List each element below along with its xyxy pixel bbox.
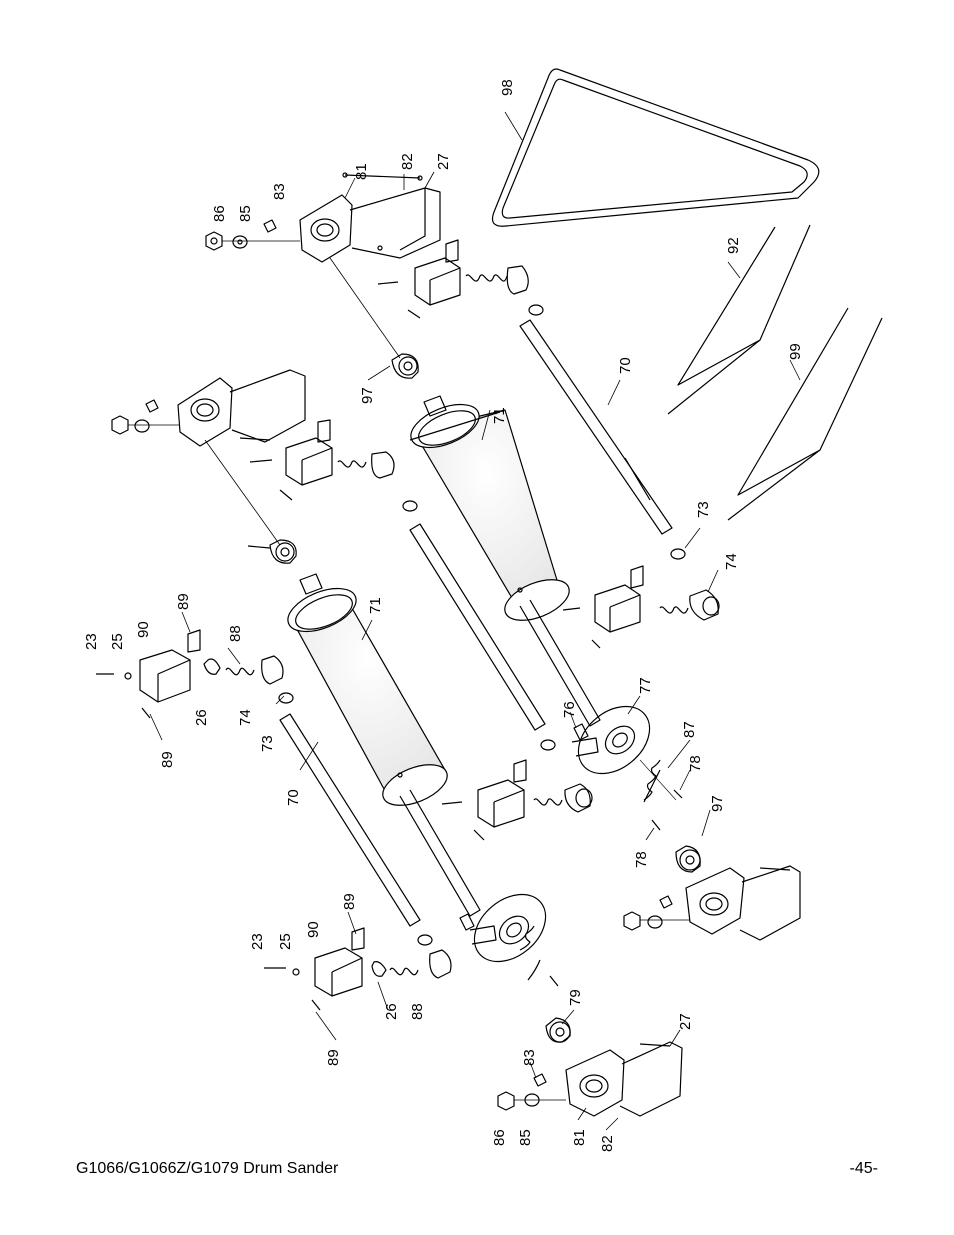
shaft-70-middle — [409, 523, 556, 751]
hex-nut-86a — [205, 231, 223, 251]
callout-83: 83 — [521, 1049, 538, 1066]
callout-25: 25 — [109, 633, 126, 650]
bearing-79 — [545, 1017, 571, 1043]
callout-82: 82 — [399, 153, 416, 170]
callout-85: 85 — [517, 1129, 534, 1146]
belt-guard-92 — [667, 224, 811, 415]
callout-23: 23 — [83, 633, 100, 650]
sanding-drum-71-lower — [287, 573, 481, 917]
spring-87 — [639, 759, 677, 803]
callout-90: 90 — [135, 621, 152, 638]
callout-98: 98 — [499, 79, 516, 96]
screw-78b — [651, 819, 661, 831]
bushing-74-middle — [564, 783, 593, 813]
callout-85: 85 — [237, 205, 254, 222]
exploded-parts-diagram: 98 82 27 81 83 85 86 92 99 70 71 97 73 7… — [83, 68, 883, 1152]
callout-88: 88 — [227, 625, 244, 642]
pulley-77-upper — [571, 705, 651, 775]
callout-27: 27 — [435, 153, 452, 170]
callout-70: 70 — [617, 357, 634, 374]
bearing-97-lower — [675, 845, 701, 873]
callout-89: 89 — [175, 593, 192, 610]
callout-74: 74 — [237, 709, 254, 726]
callout-71: 71 — [491, 407, 508, 424]
callout-89: 89 — [341, 893, 358, 910]
callout-86: 86 — [491, 1129, 508, 1146]
callout-78: 78 — [633, 851, 650, 868]
page-number: -45- — [849, 1160, 878, 1177]
v-belt-98 — [491, 68, 820, 227]
callout-88: 88 — [409, 1003, 426, 1020]
screw-78a — [673, 789, 683, 799]
bearing-bracket-lower — [497, 1041, 683, 1117]
callout-86: 86 — [211, 205, 228, 222]
bearing-97-middle — [247, 539, 297, 564]
grease-fitting-83a — [263, 219, 277, 233]
bearing-bracket-middle — [111, 369, 306, 447]
callout-79: 79 — [567, 989, 584, 1006]
callout-78: 78 — [687, 755, 704, 772]
callout-82: 82 — [599, 1135, 616, 1152]
bearing-bracket-lower-right — [623, 865, 801, 941]
callout-89: 89 — [159, 751, 176, 768]
shaft-70-upper — [519, 319, 686, 560]
tension-block-left — [96, 629, 294, 719]
callout-27: 27 — [677, 1013, 694, 1030]
tension-block-middle — [249, 419, 418, 512]
callout-26: 26 — [383, 1003, 400, 1020]
bearing-bracket-upper — [299, 172, 441, 263]
tension-block-lower-left — [264, 927, 452, 1011]
callout-81: 81 — [353, 163, 370, 180]
washer-85a — [232, 235, 248, 249]
pulley-77-lower — [459, 893, 559, 987]
callout-76: 76 — [561, 701, 578, 718]
callout-74: 74 — [723, 553, 740, 570]
callout-87: 87 — [681, 721, 698, 738]
callout-73: 73 — [259, 735, 276, 752]
callout-89: 89 — [325, 1049, 342, 1066]
callout-99: 99 — [787, 343, 804, 360]
callout-97: 97 — [709, 795, 726, 812]
tension-block-upper-right — [377, 239, 544, 319]
callout-77: 77 — [637, 677, 654, 694]
callout-23: 23 — [249, 933, 266, 950]
callout-25: 25 — [277, 933, 294, 950]
leader-lines — [149, 111, 801, 1131]
callout-26: 26 — [193, 709, 210, 726]
belt-guard-99 — [727, 307, 883, 521]
tension-block-middle-right — [441, 759, 563, 841]
sanding-drum-71-upper — [409, 395, 601, 727]
bushing-74-upper — [689, 589, 720, 621]
manual-title: G1066/G1066Z/G1079 Drum Sander — [76, 1160, 339, 1177]
callout-71: 71 — [367, 597, 384, 614]
callout-73: 73 — [695, 501, 712, 518]
callout-70: 70 — [285, 789, 302, 806]
callout-90: 90 — [305, 921, 322, 938]
tension-block-upper-right-lower — [562, 565, 689, 649]
callout-97: 97 — [359, 387, 376, 404]
callout-83: 83 — [271, 183, 288, 200]
bearing-97-upper — [391, 353, 419, 379]
callout-81: 81 — [571, 1129, 588, 1146]
shaft-70-lower — [279, 713, 433, 946]
callout-92: 92 — [725, 237, 742, 254]
